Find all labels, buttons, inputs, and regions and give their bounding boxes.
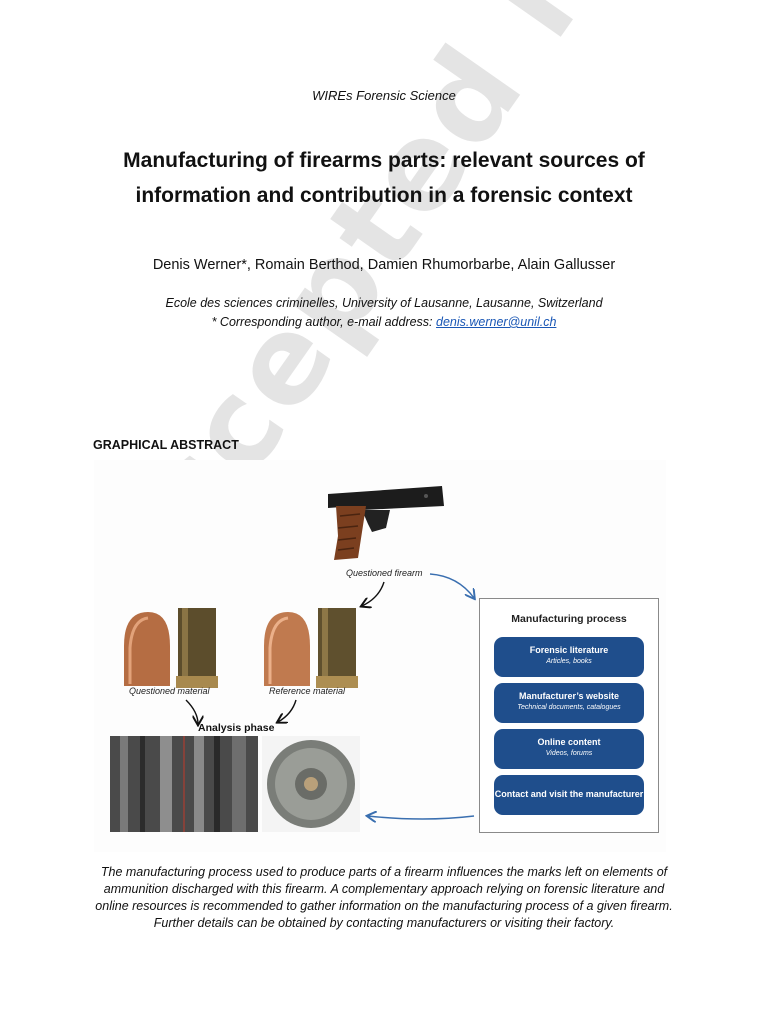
pistol-image [328, 486, 444, 560]
pill-label: Manufacturer’s website [518, 691, 620, 701]
contact-manufacturer-pill: Contact and visit the manufacturer [494, 775, 644, 815]
affiliation-block: Ecole des sciences criminelles, Universi… [0, 294, 768, 332]
arrow-questioned-to-analysis [185, 699, 198, 724]
author-list: Denis Werner*, Romain Berthod, Damien Rh… [152, 257, 616, 273]
manufacturing-process-box: Manufacturing process Forensic literatur… [479, 598, 659, 833]
arrow-reference-to-analysis [278, 699, 297, 722]
questioned-material-image [124, 608, 218, 688]
graphical-abstract-caption: The manufacturing process used to produc… [95, 865, 673, 930]
graphical-abstract-figure: Questioned firearm Questioned material R… [94, 460, 666, 852]
corresponding-author: * Corresponding author, e-mail address: … [0, 313, 768, 332]
reference-material-image [264, 608, 358, 688]
graphical-abstract-heading: GRAPHICAL ABSTRACT [93, 438, 239, 452]
journal-name: WIREs Forensic Science [312, 88, 456, 103]
email-link[interactable]: denis.werner@unil.ch [436, 315, 557, 329]
cartridge-head-image [262, 736, 360, 832]
pill-label: Contact and visit the manufacturer [494, 789, 644, 799]
reference-material-caption: Reference material [269, 686, 346, 696]
pill-label: Online content [537, 737, 601, 747]
questioned-material-caption: Questioned material [129, 686, 210, 696]
pill-label: Forensic literature [529, 645, 609, 655]
forensic-literature-pill: Forensic literature Articles, books [494, 637, 644, 677]
arrow-firearm-to-manufacturing [429, 573, 474, 598]
arrow-firearm-to-questioned [362, 581, 385, 606]
striation-comparison-image [110, 736, 258, 832]
pill-sublabel: Technical documents, catalogues [517, 704, 621, 711]
corresponding-label: * Corresponding author, e-mail address: [211, 315, 437, 329]
pill-sublabel: Articles, books [546, 658, 592, 665]
figure-arrows [185, 573, 666, 852]
affiliation: Ecole des sciences criminelles, Universi… [165, 296, 603, 310]
manufacturing-process-title: Manufacturing process [511, 613, 627, 625]
paper-title: Manufacturing of firearms parts: relevan… [123, 149, 645, 207]
analysis-phase-label: Analysis phase [198, 722, 275, 734]
manufacturer-website-pill: Manufacturer’s website Technical documen… [494, 683, 644, 723]
arrow-manufacturing-to-analysis [368, 816, 475, 819]
online-content-pill: Online content Videos, forums [494, 729, 644, 769]
pill-sublabel: Videos, forums [545, 750, 593, 757]
questioned-firearm-caption: Questioned firearm [346, 568, 423, 578]
